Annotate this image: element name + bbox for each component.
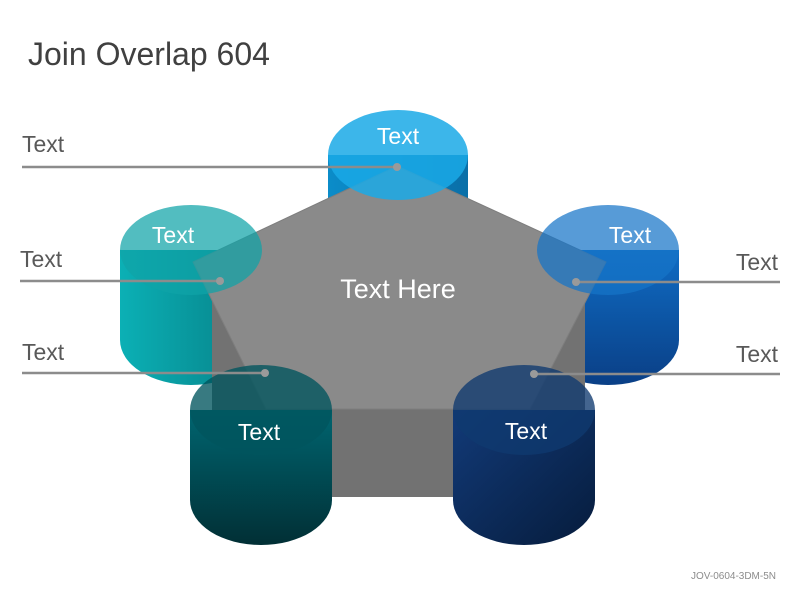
side-label-left-bottom: Text	[22, 339, 65, 365]
side-label-right-bottom: Text	[735, 341, 778, 367]
cylinder-bottom-right	[453, 365, 595, 545]
side-label-left-top: Text	[22, 131, 65, 157]
leader-lines	[20, 165, 780, 376]
cylinder-label-bottom-left: Text	[238, 419, 281, 445]
side-label-right-top: Text	[735, 249, 778, 275]
leader-dot-top	[393, 163, 401, 171]
cylinder-label-top: Text	[377, 123, 420, 149]
cylinder-top-top	[328, 110, 468, 200]
slide-title: Join Overlap 604	[28, 36, 270, 72]
center-label: Text Here	[340, 274, 456, 304]
leader-dot-bottom-right	[530, 370, 538, 378]
leader-dot-bottom-left	[261, 369, 269, 377]
cylinder-top-left	[120, 205, 262, 295]
leader-dots	[216, 163, 580, 378]
cylinder-label-right: Text	[609, 222, 652, 248]
leader-dot-right	[572, 278, 580, 286]
cylinder-bottom-left	[190, 365, 332, 545]
leader-dot-left	[216, 277, 224, 285]
cylinder-label-left: Text	[152, 222, 195, 248]
cylinder-label-bottom-right: Text	[505, 418, 548, 444]
footer-code: JOV-0604-3DM-5N	[690, 571, 776, 582]
side-label-left-middle: Text	[20, 246, 63, 272]
cylinder-top-right	[537, 205, 679, 295]
